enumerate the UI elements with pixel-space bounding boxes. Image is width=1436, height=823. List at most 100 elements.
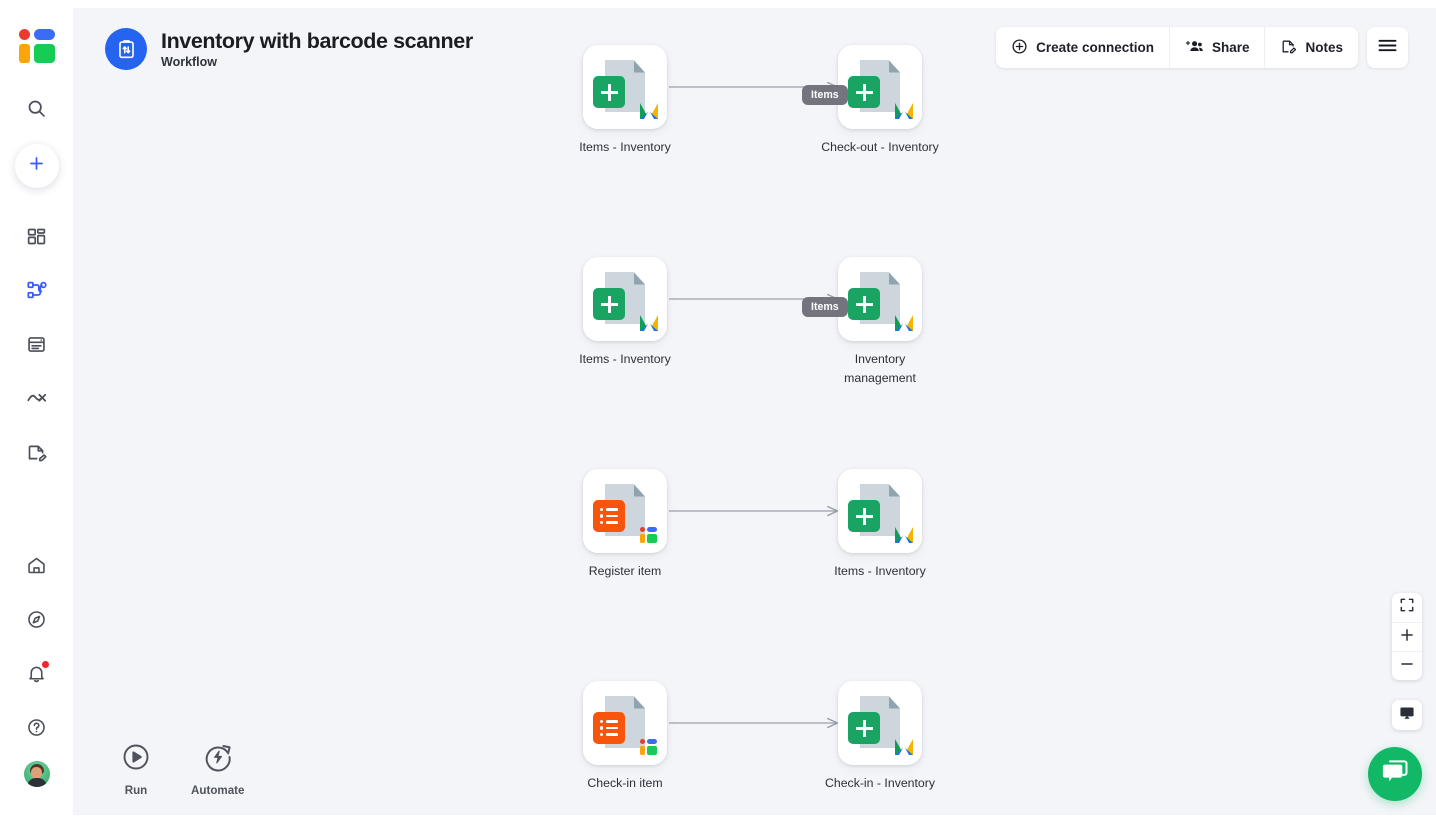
node-label: Items - Inventory [834, 564, 926, 578]
minus-icon [1400, 657, 1414, 676]
page-title: Inventory with barcode scanner [161, 29, 473, 53]
document-icon [848, 696, 900, 748]
page-edit-icon [26, 442, 47, 463]
add-person-icon [1185, 38, 1204, 58]
node-card[interactable] [583, 257, 667, 341]
node-label: Items - Inventory [579, 352, 671, 366]
sidebar-item-apps[interactable] [15, 214, 59, 258]
note-edit-icon [1280, 38, 1297, 58]
form-icon [26, 334, 47, 355]
sidebar-item-search[interactable] [15, 86, 59, 130]
document-icon [593, 696, 645, 748]
automate-bolt-icon [203, 742, 233, 777]
document-icon [593, 272, 645, 324]
avatar[interactable] [23, 761, 50, 787]
node-card[interactable] [838, 681, 922, 765]
canvas-toolbar: Create connection Share [996, 27, 1408, 68]
document-fold [633, 484, 645, 497]
google-drive-icon [895, 315, 913, 332]
node-card[interactable] [583, 45, 667, 129]
sidebar-item-help[interactable] [15, 705, 59, 749]
google-sheets-icon [848, 288, 880, 320]
node-card[interactable] [838, 469, 922, 553]
kissflow-logo[interactable] [18, 28, 55, 64]
plus-icon [1400, 628, 1414, 647]
node-label: Items - Inventory [579, 140, 671, 154]
node-card[interactable] [838, 257, 922, 341]
logo-block-orange [18, 44, 30, 63]
sidebar-item-home[interactable] [15, 543, 59, 587]
zoom-in-button[interactable] [1392, 622, 1422, 651]
document-fold [633, 696, 645, 709]
play-circle-icon [121, 742, 151, 777]
sidebar-item-analytics[interactable] [15, 376, 59, 420]
edge-label-chip[interactable]: Items [802, 297, 848, 317]
node-label: Check-in - Inventory [824, 776, 936, 790]
sidebar-item-explore[interactable] [15, 597, 59, 641]
flow-graph: Items - Inventory Check-out - Inventory … [73, 8, 1436, 815]
document-fold [888, 484, 900, 497]
document-fold [888, 60, 900, 73]
flow-node[interactable]: Register item [583, 469, 667, 581]
node-card[interactable] [838, 45, 922, 129]
sidebar-item-editor[interactable] [15, 430, 59, 474]
node-card[interactable] [583, 681, 667, 765]
sidebar-item-workflow[interactable] [15, 268, 59, 312]
left-sidebar [0, 0, 73, 823]
sidebar-item-forms[interactable] [15, 322, 59, 366]
document-fold [633, 60, 645, 73]
home-icon [26, 555, 47, 576]
fit-screen-button[interactable] [1392, 593, 1422, 622]
workflow-canvas[interactable]: Inventory with barcode scanner Workflow … [73, 8, 1436, 815]
run-button[interactable]: Run [121, 742, 151, 797]
document-icon [848, 60, 900, 112]
help-circle-icon [26, 717, 47, 738]
sidebar-create-button[interactable] [14, 144, 59, 188]
node-card[interactable] [583, 469, 667, 553]
notes-button[interactable]: Notes [1264, 27, 1358, 68]
notification-badge [40, 660, 50, 669]
flow-node[interactable]: Items - Inventory [579, 257, 671, 369]
chat-bubbles-icon [1381, 759, 1409, 790]
automate-button[interactable]: Automate [191, 742, 244, 797]
sidebar-item-notifications[interactable] [15, 651, 59, 695]
node-label: Check-out - Inventory [821, 140, 939, 154]
flow-node[interactable]: Items - Inventory [579, 45, 671, 157]
google-forms-icon [593, 500, 625, 532]
avatar-face [31, 767, 42, 779]
kissflow-app-badge-icon [640, 739, 658, 756]
chat-button[interactable] [1368, 747, 1422, 801]
google-sheets-icon [593, 288, 625, 320]
run-label: Run [124, 784, 148, 797]
zoom-controls [1392, 593, 1422, 680]
google-drive-icon [895, 103, 913, 120]
present-mode-button[interactable] [1392, 700, 1422, 730]
workflow-header: Inventory with barcode scanner Workflow [105, 28, 473, 70]
create-connection-button[interactable]: Create connection [996, 27, 1169, 68]
clipboard-transfer-icon [105, 28, 147, 70]
flow-node[interactable]: Check-in item [583, 681, 667, 793]
flow-node[interactable]: Inventory management [838, 257, 922, 388]
canvas-actions: Run Automate [121, 742, 244, 797]
document-icon [593, 60, 645, 112]
flow-edges [669, 8, 1436, 815]
share-label: Share [1211, 40, 1250, 55]
zoom-out-button[interactable] [1392, 651, 1422, 680]
flow-node[interactable]: Check-in - Inventory [825, 681, 935, 793]
node-label: Register item [588, 564, 662, 578]
flow-node[interactable]: Check-out - Inventory [821, 45, 939, 157]
flow-node[interactable]: Items - Inventory [834, 469, 926, 581]
google-forms-icon [593, 712, 625, 744]
google-sheets-icon [848, 500, 880, 532]
monitor-icon [1399, 705, 1415, 726]
logo-dot-red [18, 29, 30, 40]
document-fold [888, 272, 900, 285]
notes-label: Notes [1305, 40, 1343, 55]
fit-screen-icon [1400, 598, 1414, 617]
share-button[interactable]: Share [1168, 27, 1265, 68]
kissflow-app-badge-icon [640, 527, 658, 544]
logo-pill-blue [33, 29, 55, 40]
hamburger-menu-button[interactable] [1367, 27, 1408, 68]
edge-label-chip[interactable]: Items [802, 85, 848, 105]
